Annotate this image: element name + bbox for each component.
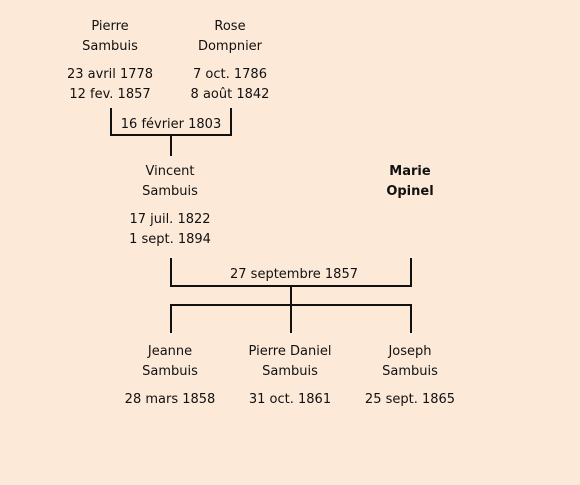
last-name: Dompnier xyxy=(197,39,263,54)
first-name: Joseph xyxy=(388,344,432,359)
birth-date: 31 oct. 1861 xyxy=(248,392,332,407)
last-name: Sambuis xyxy=(382,364,438,379)
last-name: Sambuis xyxy=(82,39,138,54)
birth-date: 17 juil. 1822 xyxy=(129,212,211,227)
connector-gen1-left xyxy=(110,108,112,136)
birth-date: 23 avril 1778 xyxy=(66,67,154,82)
person-pierre-daniel-sambuis: Pierre Daniel Sambuis 31 oct. 1861 xyxy=(215,342,365,410)
connector-gen1-bar xyxy=(110,134,232,136)
death-date: 1 sept. 1894 xyxy=(129,232,211,247)
first-name: Marie xyxy=(389,164,431,179)
last-name: Sambuis xyxy=(142,364,198,379)
birth-date: 28 mars 1858 xyxy=(124,392,216,407)
death-date: 12 fev. 1857 xyxy=(69,87,151,102)
marriage-date-gen2: 27 septembre 1857 xyxy=(221,267,367,283)
first-name: Pierre xyxy=(91,19,129,34)
first-name: Vincent xyxy=(145,164,195,179)
birth-date: 7 oct. 1786 xyxy=(193,67,267,82)
person-rose-dompnier: Rose Dompnier 7 oct. 1786 8 août 1842 xyxy=(155,17,305,105)
connector-gen2-bar xyxy=(170,285,412,287)
first-name: Pierre Daniel xyxy=(248,344,332,359)
person-vincent-sambuis: Vincent Sambuis 17 juil. 1822 1 sept. 18… xyxy=(95,162,245,250)
birth-date: 25 sept. 1865 xyxy=(364,392,456,407)
connector-gen2-down xyxy=(290,287,292,305)
connector-child-3 xyxy=(410,304,412,333)
connector-gen1-down xyxy=(170,136,172,156)
person-joseph-sambuis: Joseph Sambuis 25 sept. 1865 xyxy=(335,342,485,410)
person-pierre-sambuis: Pierre Sambuis 23 avril 1778 12 fev. 185… xyxy=(35,17,185,105)
first-name: Rose xyxy=(214,19,246,34)
last-name: Sambuis xyxy=(262,364,318,379)
person-jeanne-sambuis: Jeanne Sambuis 28 mars 1858 xyxy=(95,342,245,410)
last-name: Opinel xyxy=(386,184,434,199)
connector-child-2 xyxy=(290,304,292,333)
first-name: Jeanne xyxy=(147,344,193,359)
connector-child-1 xyxy=(170,304,172,333)
person-marie-opinel: Marie Opinel xyxy=(335,162,485,202)
connector-gen2-left xyxy=(170,258,172,287)
death-date: 8 août 1842 xyxy=(190,87,270,102)
last-name: Sambuis xyxy=(142,184,198,199)
connector-gen1-right xyxy=(230,108,232,136)
marriage-date-gen1: 16 février 1803 xyxy=(116,117,226,133)
connector-gen2-right xyxy=(410,258,412,287)
